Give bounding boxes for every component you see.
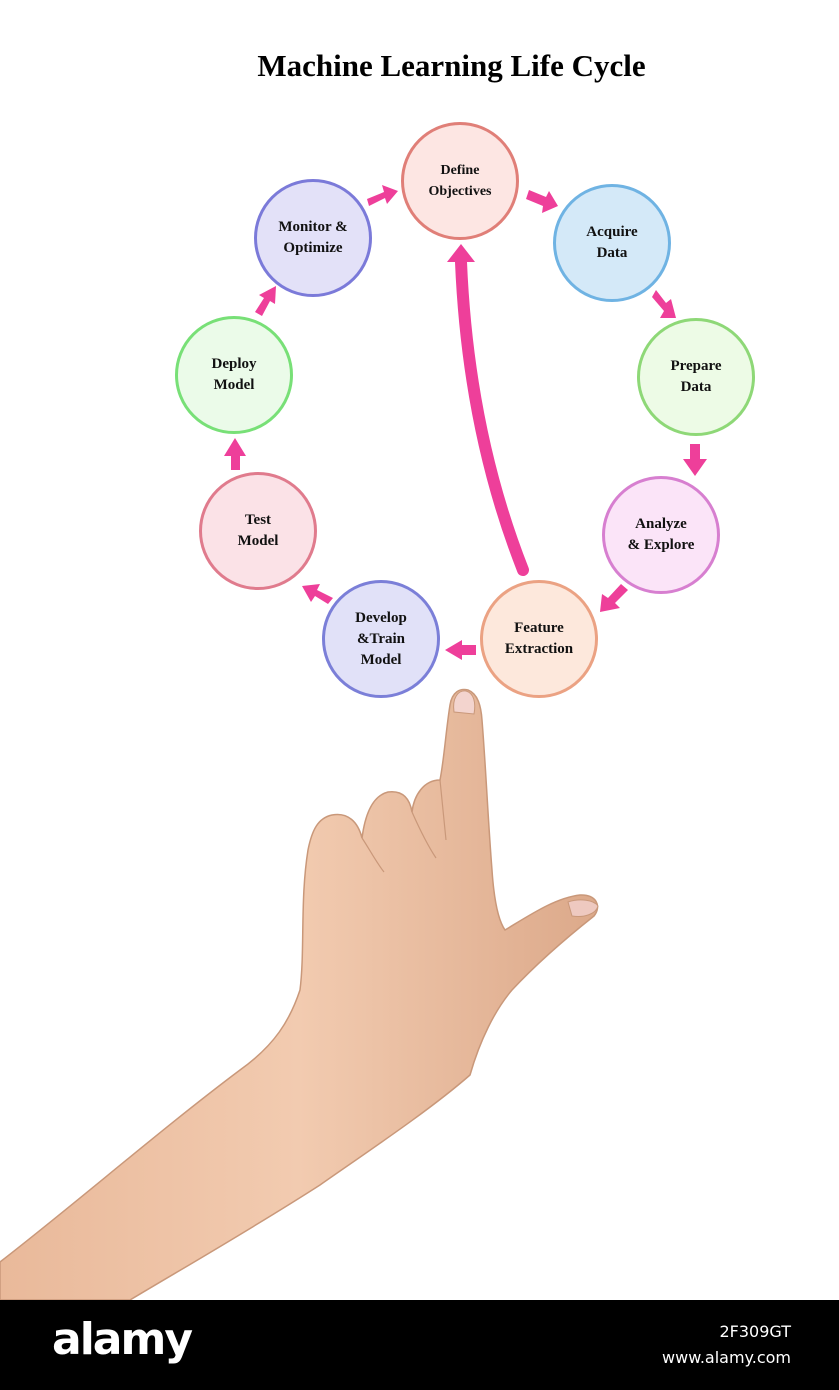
arrow-feature-to-develop: [445, 640, 476, 660]
node-label: Test Model: [237, 512, 279, 549]
pointing-hand-image: [0, 688, 599, 1300]
node-label: Acquire Data: [586, 224, 638, 261]
arrow-test-to-deploy: [224, 438, 246, 470]
node-define-objectives: Define Objectives: [401, 122, 519, 240]
node-test-model: Test Model: [199, 472, 317, 590]
diagram-title: Machine Learning Life Cycle: [257, 48, 646, 83]
node-analyze-explore: Analyze & Explore: [602, 476, 720, 594]
arrow-feature-to-define: [455, 256, 529, 576]
arrow-develop-to-test: [302, 584, 333, 604]
index-fingernail: [453, 690, 476, 715]
brand-logo: alamy: [52, 1314, 193, 1365]
site-url: www.alamy.com: [662, 1348, 791, 1367]
arrow-deploy-to-monitor: [255, 286, 276, 316]
diagram-canvas: Machine Learning Life Cycle: [0, 48, 755, 1300]
arrow-prepare-to-analyze: [683, 444, 707, 476]
node-deploy-model: Deploy Model: [175, 316, 293, 434]
knuckle-lines: [361, 779, 447, 873]
cycle-arrows: [224, 185, 707, 660]
node-prepare-data: Prepare Data: [637, 318, 755, 436]
node-feature-extraction: Feature Extraction: [480, 580, 598, 698]
node-label: Develop &Train Model: [355, 609, 407, 668]
node-label: Analyze & Explore: [627, 516, 695, 553]
arrow-feature-to-define-head: [447, 244, 475, 262]
arrow-analyze-to-feature: [600, 584, 628, 612]
arrow-acquire-to-prepare: [652, 290, 676, 318]
image-id: 2F309GT: [719, 1322, 791, 1341]
thumb-nail: [567, 899, 599, 917]
node-develop-train-model: Develop &Train Model: [322, 580, 440, 698]
node-monitor-optimize: Monitor & Optimize: [254, 179, 372, 297]
watermark-footer-bar: alamy 2F309GT www.alamy.com: [0, 1300, 839, 1390]
arrow-monitor-to-define: [367, 185, 398, 206]
node-label: Define Objectives: [428, 163, 492, 199]
hand-shape: [0, 688, 599, 1300]
node-label: Deploy Model: [211, 356, 257, 393]
node-acquire-data: Acquire Data: [553, 184, 671, 302]
node-label: Feature Extraction: [504, 620, 574, 657]
node-label: Monitor & Optimize: [278, 219, 348, 256]
arrow-define-to-acquire: [526, 190, 558, 213]
node-label: Prepare Data: [670, 358, 722, 395]
